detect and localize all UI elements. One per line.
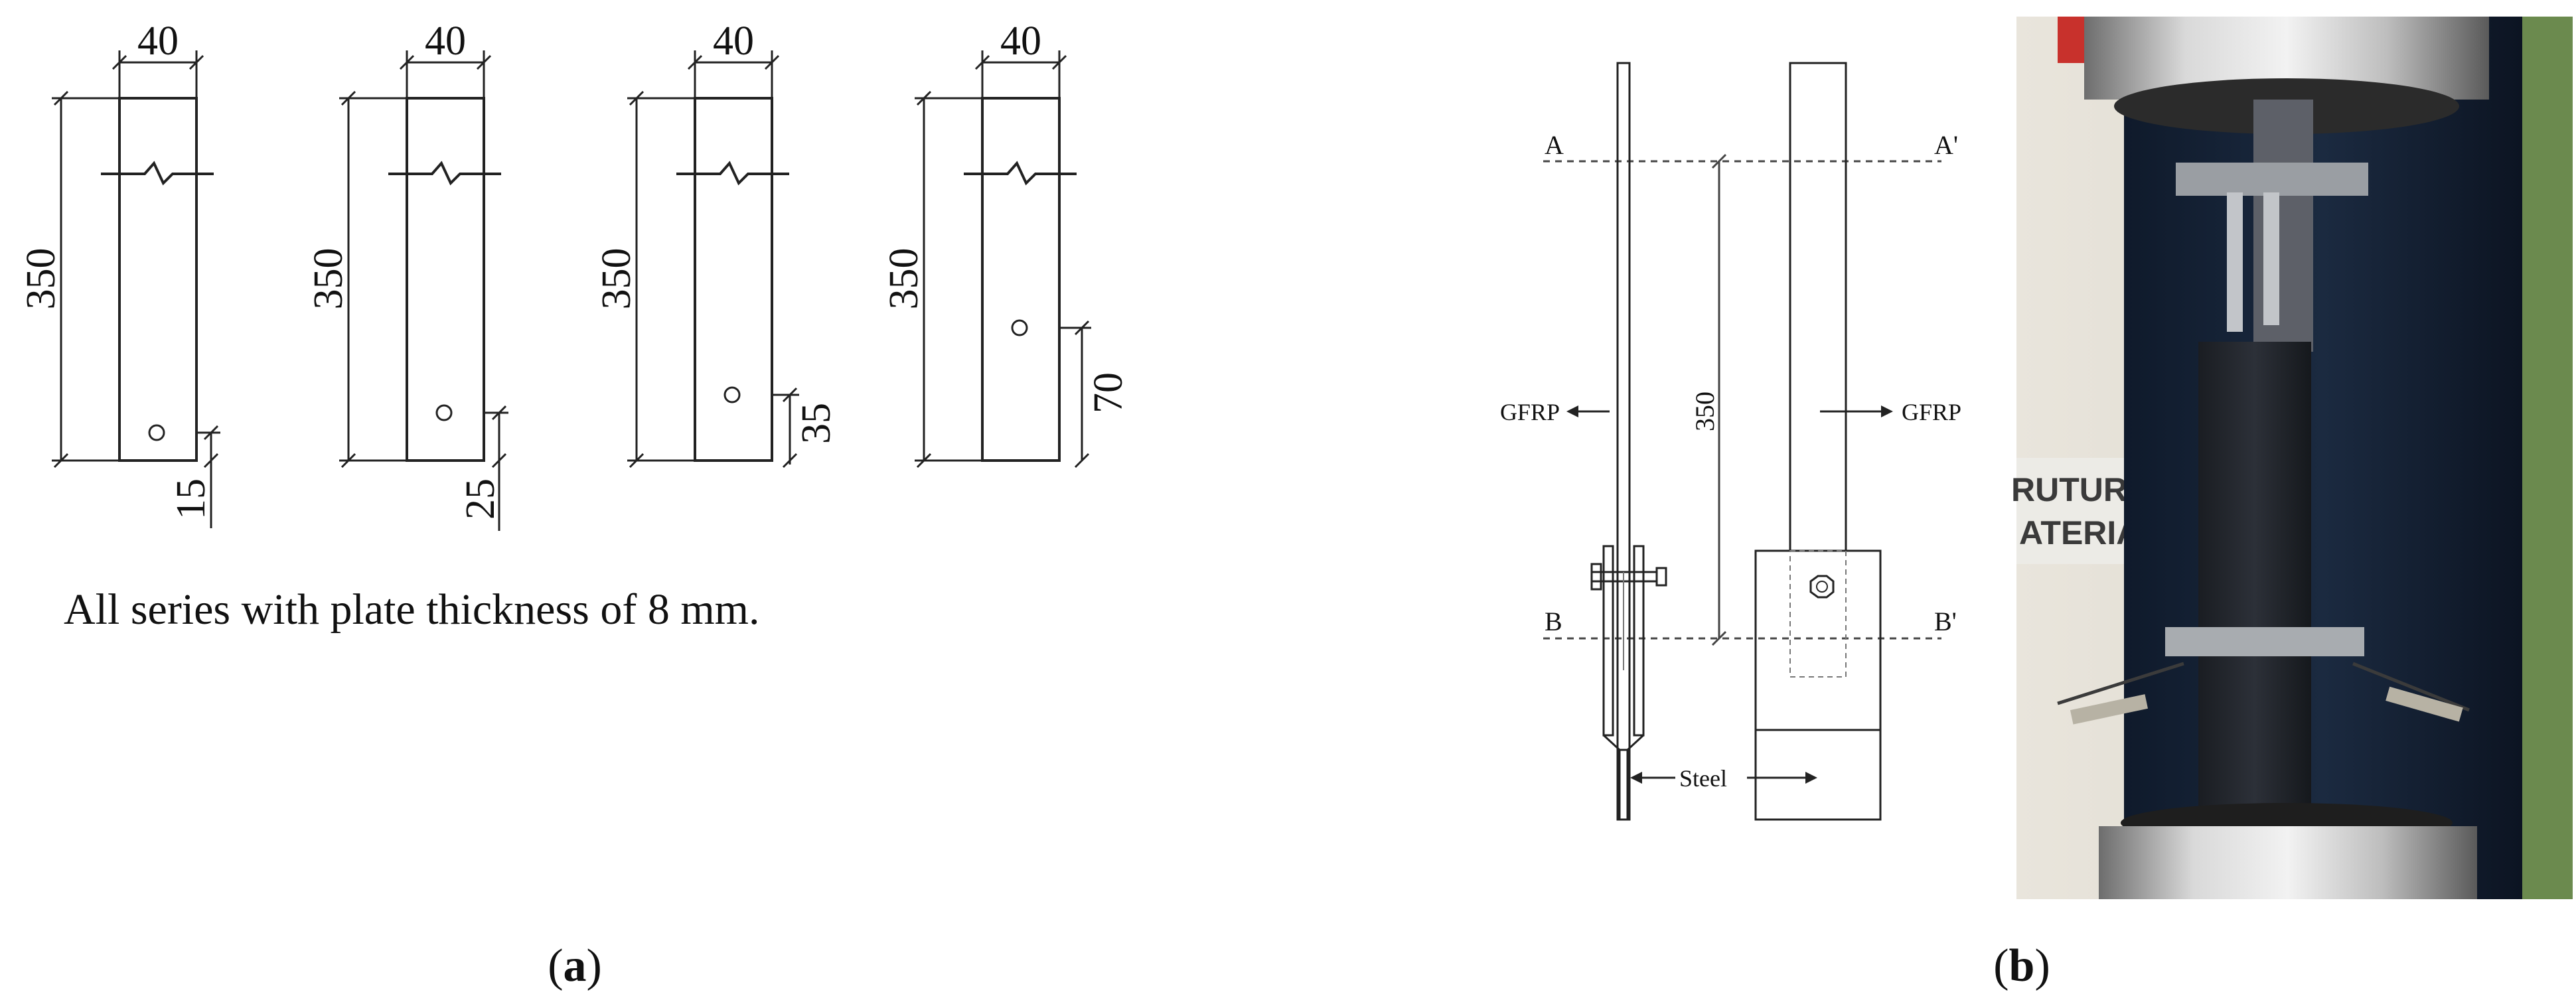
section-b-label-right: B' (1934, 607, 1957, 636)
specimen-1-hole (148, 424, 165, 441)
side-view-bolt-head (1590, 563, 1602, 591)
photo-lower-crosshead (2099, 826, 2477, 899)
specimen-4-length-tick-bottom (916, 453, 932, 468)
specimen-1: 40 350 15 (19, 19, 220, 528)
specimen-4-hole (1011, 319, 1028, 336)
steel-right-arrowhead (1805, 772, 1817, 784)
specimen-3-plate (694, 97, 773, 462)
specimen-1-length-tick-top (53, 90, 69, 106)
photo-cable-left (2057, 662, 2184, 705)
specimen-2-width-tick-right (476, 54, 492, 70)
length-dim-tick-bottom (1711, 630, 1727, 646)
length-dim-tick-top (1711, 153, 1727, 169)
specimen-2-hole (435, 404, 453, 421)
specimen-1-hole-tick-top (203, 425, 219, 441)
gfrp-left-label: GFRP (1500, 399, 1560, 425)
specimen-3-width-label: 40 (713, 19, 754, 64)
specimen-1-width-tick-left (112, 54, 127, 70)
section-a-label-right: A' (1934, 130, 1958, 160)
section-b-label-left: B (1545, 607, 1562, 636)
photo-sensor-left (2070, 694, 2149, 725)
specimen-3-length-tick-top (629, 90, 644, 106)
specimen-4: 40 350 70 (881, 19, 1131, 468)
specimen-3-length-tick-bottom (629, 453, 644, 468)
specimen-4-hole-label: 70 (1086, 372, 1131, 413)
side-view-nut (1655, 567, 1667, 587)
specimen-3-hole-label: 35 (794, 403, 839, 444)
gfrp-right-arrowhead (1881, 405, 1893, 417)
steel-left-arrowhead (1630, 772, 1642, 784)
specimen-4-length-tick-top (916, 90, 932, 106)
side-view-clevis-right-plate (1633, 545, 1645, 737)
photo-grip-rod (2253, 100, 2313, 352)
plate-thickness-note: All series with plate thickness of 8 mm. (64, 585, 760, 634)
specimen-2-plate (406, 97, 485, 462)
length-dim-label: 350 (1690, 392, 1720, 431)
specimen-2-length-label: 350 (306, 248, 351, 310)
specimen-3-hole-tick-top (782, 387, 798, 403)
specimen-3-width-tick-left (687, 54, 703, 70)
photo-lower-bracket (2165, 627, 2364, 656)
specimen-2-length-tick-bottom (341, 453, 356, 468)
photo-upper-bracket (2176, 163, 2368, 196)
front-view (1754, 62, 1882, 821)
caption-b: (b) (1993, 940, 2050, 991)
specimen-3-width-tick-right (764, 54, 780, 70)
side-view (1590, 62, 1667, 821)
specimen-1-width-label: 40 (137, 19, 179, 64)
specimen-1-length-tick-bottom (53, 453, 69, 468)
specimen-3-length-label: 350 (594, 248, 639, 310)
specimen-1-break-line (101, 161, 214, 186)
specimen-2-width-label: 40 (425, 19, 466, 64)
photo-gfrp-specimen (2198, 342, 2311, 833)
specimen-4-plate (981, 97, 1061, 462)
front-view-nut-icon (1809, 575, 1835, 599)
photo-lvdt-left (2227, 192, 2243, 332)
specimen-2-hole-label: 25 (458, 478, 503, 520)
front-view-hidden-plate (1789, 550, 1847, 678)
front-view-steel-block (1754, 549, 1882, 821)
side-view-clevis-left-plate (1602, 545, 1614, 737)
specimen-2: 40 350 25 (306, 19, 508, 531)
specimen-2-length-tick-top (341, 90, 356, 106)
panel-a: 40 350 15 40 (19, 19, 1131, 991)
front-view-gfrp-plate (1789, 62, 1847, 552)
side-view-steel-rod (1618, 749, 1629, 821)
specimen-2-width-tick-left (399, 54, 415, 70)
caption-a: (a) (548, 940, 602, 991)
specimen-3-hole-tick-bottom (782, 453, 798, 468)
front-view-bolt-icon (1816, 581, 1828, 593)
gfrp-left-arrowhead (1566, 405, 1578, 417)
specimen-3: 40 350 35 (594, 19, 839, 468)
specimen-4-hole-tick-bottom (1074, 453, 1090, 468)
panel-b-drawing: A A' B B' 350 (1500, 62, 1961, 821)
test-setup-photo: RUTURAS ATERIAIS (2011, 17, 2573, 899)
specimen-3-hole (723, 386, 741, 403)
specimen-4-width-tick-left (974, 54, 990, 70)
specimen-1-hole-tick-bottom (203, 453, 219, 468)
section-a-label-left: A (1545, 130, 1564, 160)
photo-cable-right (2352, 662, 2470, 712)
steel-label: Steel (1679, 765, 1727, 792)
specimen-1-length-label: 350 (19, 248, 64, 310)
gfrp-right-label: GFRP (1902, 399, 1961, 425)
specimen-1-width-tick-right (189, 54, 204, 70)
specimen-1-hole-label: 15 (169, 478, 214, 520)
specimen-1-plate (118, 97, 198, 462)
specimen-2-hole-tick-bottom (491, 453, 507, 468)
side-view-gfrp-plate (1616, 62, 1631, 821)
specimen-4-width-tick-right (1051, 54, 1067, 70)
specimen-2-hole-tick-top (491, 405, 507, 421)
specimen-2-break-line (388, 161, 501, 186)
photo-lvdt-right (2263, 192, 2279, 325)
photo-sensor-right (2386, 686, 2463, 722)
specimen-4-width-label: 40 (1000, 19, 1041, 64)
specimen-4-break-line (964, 161, 1077, 186)
specimen-4-length-label: 350 (881, 248, 927, 310)
specimen-4-hole-tick-top (1074, 320, 1090, 336)
specimen-3-break-line (676, 161, 789, 186)
photo-machine-column (2124, 17, 2522, 899)
